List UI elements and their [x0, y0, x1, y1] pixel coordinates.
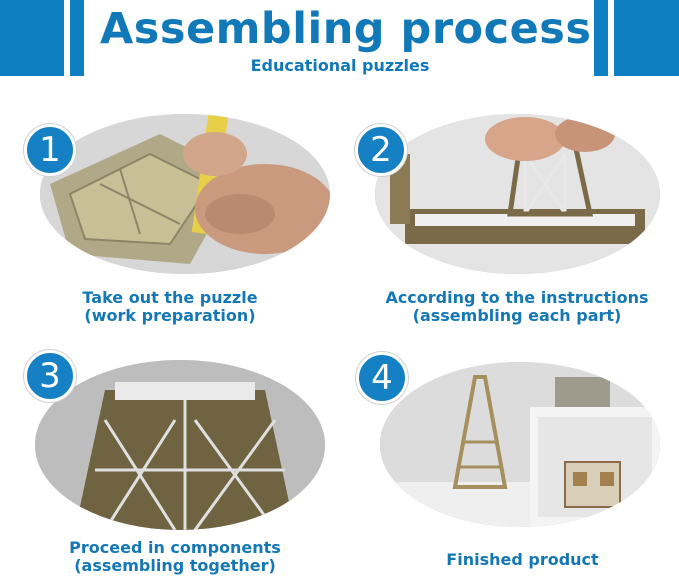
page-title: Assembling process [100, 4, 592, 54]
step-4-caption: Finished product [400, 551, 645, 569]
header-bar-right-wide [614, 0, 679, 76]
header-bar-right-narrow [594, 0, 608, 76]
step-2-caption: According to the instructions (assemblin… [362, 289, 672, 325]
step-4-photo [380, 362, 660, 527]
step-1-caption: Take out the puzzle (work preparation) [40, 289, 300, 325]
page-subtitle: Educational puzzles [250, 56, 430, 75]
step-1-number-badge: 1 [24, 124, 76, 176]
step-1-photo [40, 114, 330, 274]
step-3-caption-line1: Proceed in components [69, 538, 281, 557]
step-3-photo [35, 360, 325, 530]
step-2-caption-line2: (assembling each part) [412, 306, 622, 325]
step-3-caption-line2: (assembling together) [74, 556, 276, 575]
step-3-caption: Proceed in components (assembling togeth… [40, 539, 310, 575]
step-2-photo [375, 114, 660, 274]
step-4-caption-line1: Finished product [446, 550, 599, 569]
step-1-caption-line1: Take out the puzzle [82, 288, 258, 307]
header-bar-left-wide [0, 0, 64, 76]
step-4-number-badge: 4 [356, 352, 408, 404]
step-3-number-badge: 3 [24, 350, 76, 402]
step-2-caption-line1: According to the instructions [385, 288, 649, 307]
step-1-caption-line2: (work preparation) [84, 306, 256, 325]
step-2-number-badge: 2 [355, 124, 407, 176]
header-bar-left-narrow [70, 0, 84, 76]
